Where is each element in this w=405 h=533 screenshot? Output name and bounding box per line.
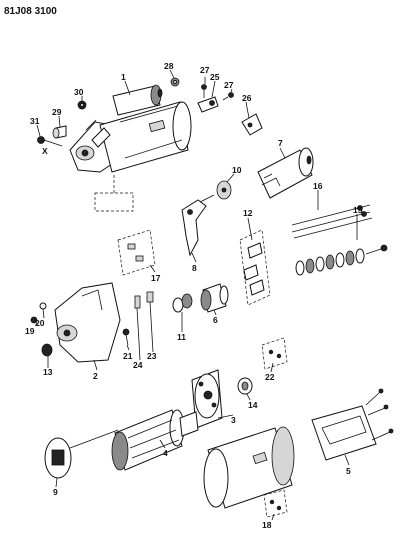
starter-assembly (69, 84, 192, 173)
callout-28: 28 (164, 61, 174, 71)
nut-30 (77, 100, 87, 110)
callout-29: 29 (52, 107, 62, 117)
armature-4 (69, 409, 199, 471)
field-coil-5 (311, 388, 394, 461)
callout-12: 12 (243, 208, 253, 218)
callout-17: 17 (151, 273, 161, 283)
end-plate-3 (191, 369, 223, 429)
callout-23: 23 (147, 351, 157, 361)
washer-20 (39, 302, 47, 310)
clips-17 (117, 229, 156, 276)
terminal-25 (197, 96, 219, 113)
bolt-31 (37, 136, 63, 147)
callout-5: 5 (346, 466, 351, 476)
screws-18 (263, 489, 288, 518)
callout-13: 13 (43, 367, 53, 377)
callout-25: 25 (210, 72, 220, 82)
callout-7: 7 (278, 138, 283, 148)
bushing-14 (237, 377, 253, 395)
callout-1: 1 (121, 72, 126, 82)
spacer-23 (146, 291, 154, 303)
bushing-13 (41, 343, 53, 357)
callout-10: 10 (232, 165, 242, 175)
callout-26: 26 (242, 93, 252, 103)
callout-6: 6 (213, 315, 218, 325)
frame-housing (203, 426, 295, 509)
callout-21: 21 (123, 351, 133, 361)
callout-22: 22 (265, 372, 275, 382)
disc-9 (44, 437, 72, 479)
callout-8: 8 (192, 263, 197, 273)
callout-14: 14 (248, 400, 258, 410)
callout-24: 24 (133, 360, 143, 370)
callout-31: 31 (30, 116, 40, 126)
callout-20: 20 (35, 318, 45, 328)
pin-24 (134, 295, 141, 309)
nut-28 (170, 77, 180, 87)
callout-4: 4 (163, 448, 168, 458)
screw-27b (222, 92, 234, 101)
diagram-code: 81J08 3100 (4, 6, 57, 17)
drive-pinion-6 (200, 283, 229, 313)
callout-19: 19 (25, 326, 35, 336)
mounting-outline (94, 192, 134, 212)
callout-16: 16 (313, 181, 323, 191)
callout-27-lower: 27 (224, 80, 234, 90)
screw-27a (201, 84, 207, 98)
bolt-21 (122, 328, 130, 346)
washer-29 (52, 125, 67, 139)
washer-set-15 (295, 244, 388, 276)
nut-19 (30, 316, 38, 324)
callout-11: 11 (177, 332, 186, 342)
leader-lines (35, 69, 358, 521)
callout-27-upper: 27 (200, 65, 210, 75)
brush-holder-12 (239, 229, 271, 306)
callout-9: 9 (53, 487, 58, 497)
solenoid (257, 147, 314, 199)
screws-22 (261, 337, 288, 370)
callout-x: X (42, 146, 48, 156)
callout-30: 30 (74, 87, 84, 97)
ring-11 (172, 293, 193, 313)
callout-3: 3 (231, 415, 236, 425)
callout-18: 18 (262, 520, 272, 530)
plunger-10 (216, 180, 232, 200)
callout-15: 15 (353, 205, 363, 215)
shift-lever-8 (181, 194, 215, 257)
strap-26 (241, 113, 263, 136)
drive-housing-2 (54, 282, 121, 363)
callout-2: 2 (93, 371, 98, 381)
